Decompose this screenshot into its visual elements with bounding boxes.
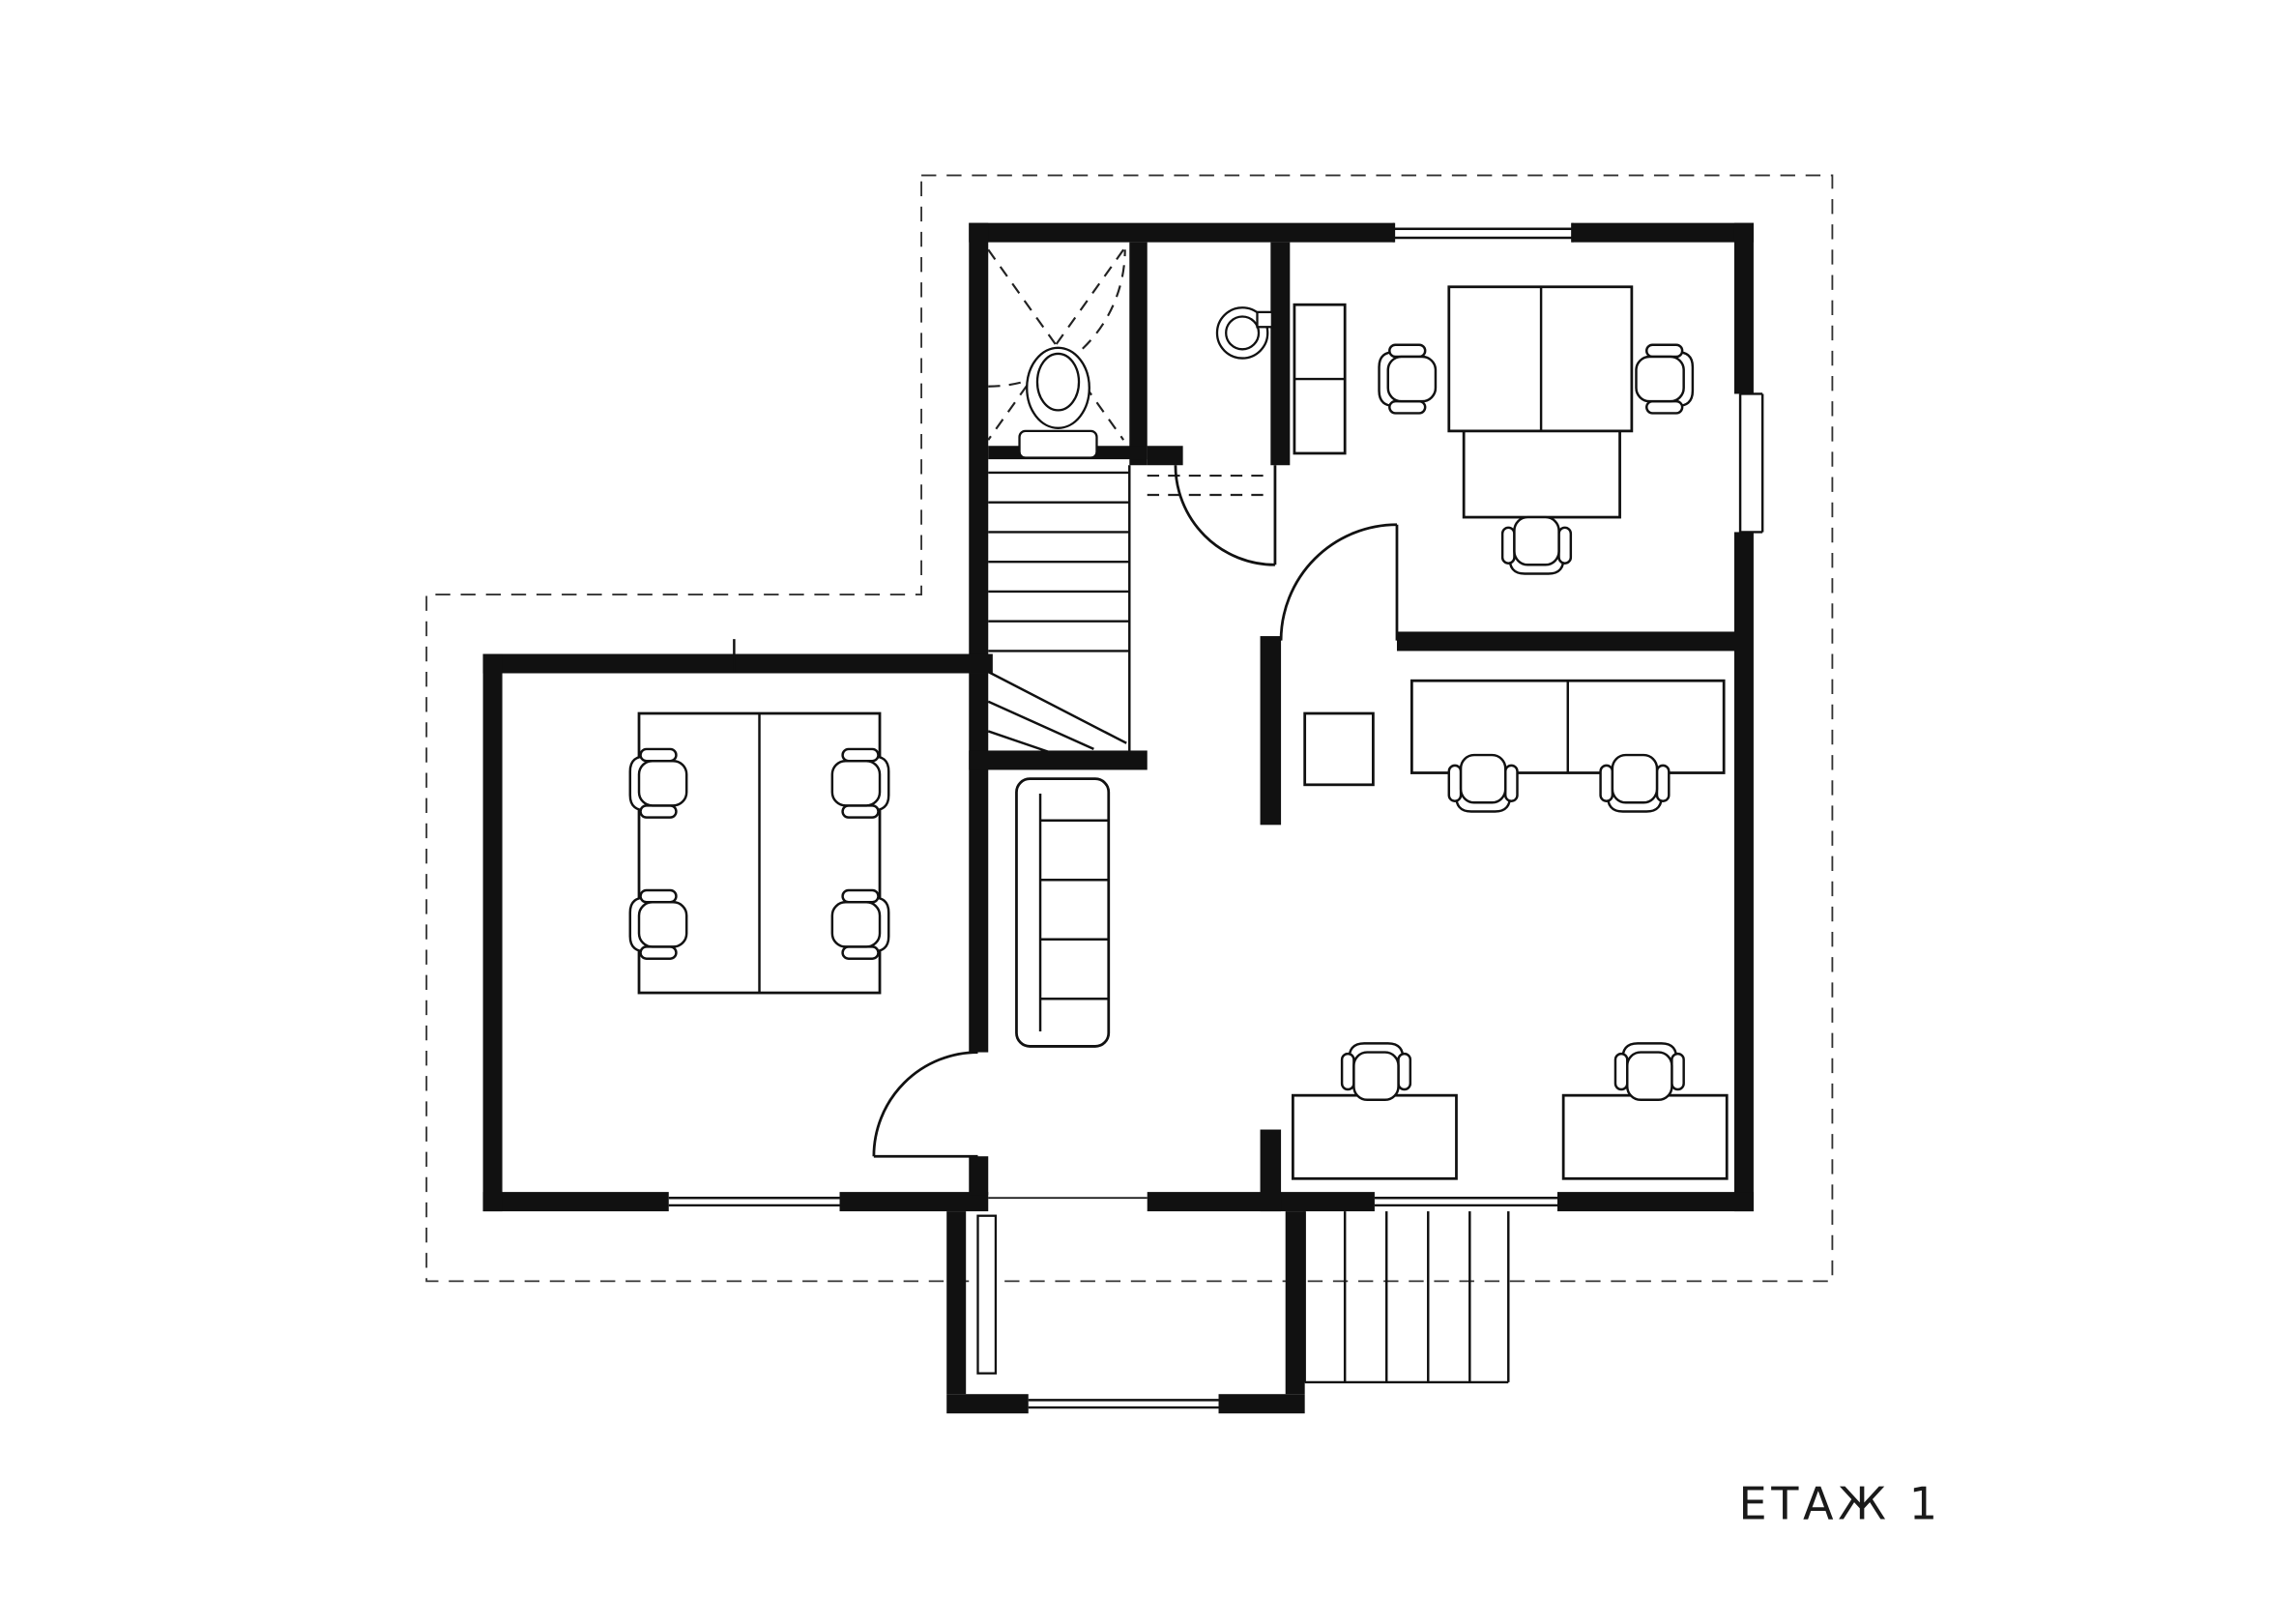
step-lines [1343,1211,1471,1382]
sofa-armrest-lines [1040,819,1109,1000]
wall-bottom-b [839,1192,989,1212]
wall-bath-bottom [1147,446,1183,466]
office-door [1279,523,1399,641]
office-desk-lower [1462,429,1621,519]
porch-wall-right [1285,1211,1305,1395]
window-right [1738,392,1764,534]
entrance-porch [946,1211,1305,1414]
wall-top-right [1572,222,1754,243]
stair-treads [988,471,1130,652]
wall-office-left [1270,242,1291,466]
entrance-door-leaf [976,1214,998,1375]
wall-office-south [1396,631,1736,652]
wall-stair-right [1129,242,1148,466]
wall-right-lower [1733,532,1754,1212]
side-cabinet [1303,711,1375,787]
wall-right-upper [1733,222,1754,394]
stair-dashed-projection [987,248,1271,497]
wall-left-room-top [482,653,993,674]
window-top [1392,222,1574,243]
porch-wall-bottom-left [946,1394,1029,1414]
floor-title: ЕТАЖ 1 [1739,1477,1942,1529]
entrance-steps [1303,1211,1510,1384]
windows [668,222,1764,1207]
right-room-furniture [1291,679,1729,1180]
left-room-door [872,1051,978,1158]
sink-basin-inner [1225,315,1261,351]
wall-left-room-right-a [969,673,989,1053]
wall-right-room-stub-bottom [1260,1129,1282,1212]
stair-winders [987,670,1127,754]
wall-stair-bottom [969,750,1148,770]
porch-wall-left [946,1211,967,1395]
wall-left-room-right-b [969,1156,989,1196]
round-sink [1215,306,1274,360]
sofa-body [1015,777,1111,1048]
sink-tap [1256,310,1274,329]
toilet-bowl-inner [1035,352,1081,412]
wall-bottom-a [482,1192,669,1212]
sofa [1015,777,1111,1048]
sofa-cushion-lines [1040,878,1109,941]
bathroom-door [1174,465,1277,566]
porch-glazing [1028,1399,1219,1409]
wall-left-room-left [482,653,503,1212]
office-room-furniture [1293,285,1695,575]
window-bottom-right [1374,1197,1558,1207]
doors [872,465,1399,1375]
right-room-desk-bottom-left [1291,1093,1458,1180]
right-room-desk-bottom-right [1561,1093,1729,1180]
roof-outline [425,174,1834,1283]
porch-wall-bottom-right [1218,1394,1305,1414]
wall-top-left [969,222,1394,243]
wall-left-upper [969,222,989,674]
wall-bottom-d [1557,1192,1754,1212]
window-bottom-left [668,1197,840,1207]
wall-right-room-stub-top [1260,636,1282,826]
left-room-furniture [628,711,890,995]
toilet-tank [1018,429,1098,459]
staircase [987,248,1271,754]
toilet [1018,346,1098,459]
